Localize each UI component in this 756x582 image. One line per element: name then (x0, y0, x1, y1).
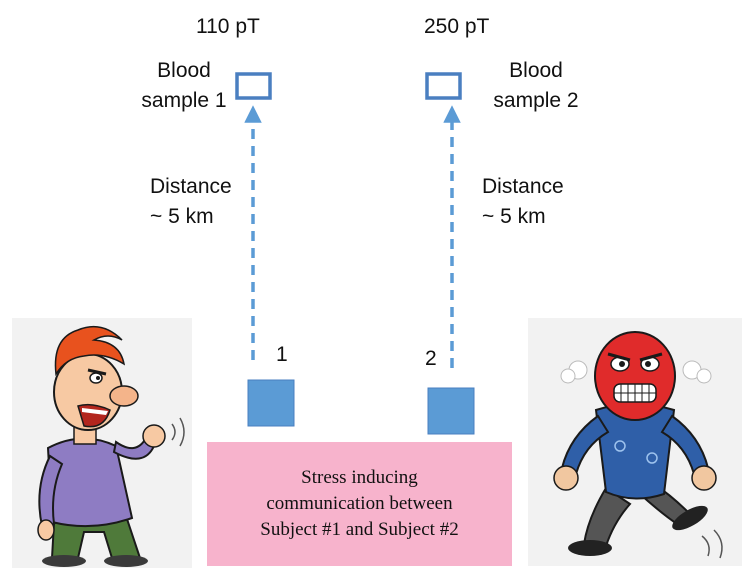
angry-man-cartoon-icon (553, 331, 723, 559)
sample2-label-line1: Blood (509, 59, 563, 82)
communication-line3: Subject #1 and Subject #2 (260, 519, 459, 540)
subject-1-square (247, 379, 295, 427)
subject-marker-2: 2 (425, 347, 437, 370)
communication-line1: Stress inducing (301, 467, 418, 488)
subject-marker-1: 1 (276, 343, 288, 366)
sample1-label-line1: Blood (157, 59, 211, 82)
shouting-man-cartoon-icon (37, 325, 185, 567)
right-figure-panel (528, 318, 742, 566)
sample2-label-line2: sample 2 (493, 89, 579, 112)
sample1-label: Blood sample 1 (138, 56, 230, 116)
distance-left-line2: ~ 5 km (150, 205, 214, 228)
distance-right-label: Distance ~ 5 km (482, 172, 564, 232)
sample2-reading: 250 pT (424, 15, 490, 38)
communication-line2: communication between (266, 493, 453, 514)
distance-left-line1: Distance (150, 175, 232, 198)
distance-right-line1: Distance (482, 175, 564, 198)
blood-sample-2-box (425, 72, 462, 100)
communication-box: Stress inducing communication between Su… (207, 442, 512, 566)
blood-sample-1-box (235, 72, 272, 100)
distance-right-line2: ~ 5 km (482, 205, 546, 228)
sample1-label-line2: sample 1 (141, 89, 227, 112)
sample2-label: Blood sample 2 (486, 56, 586, 116)
distance-left-label: Distance ~ 5 km (150, 172, 232, 232)
sample1-reading: 110 pT (196, 15, 260, 38)
left-figure-panel (12, 318, 192, 568)
subject-2-square (427, 387, 475, 435)
